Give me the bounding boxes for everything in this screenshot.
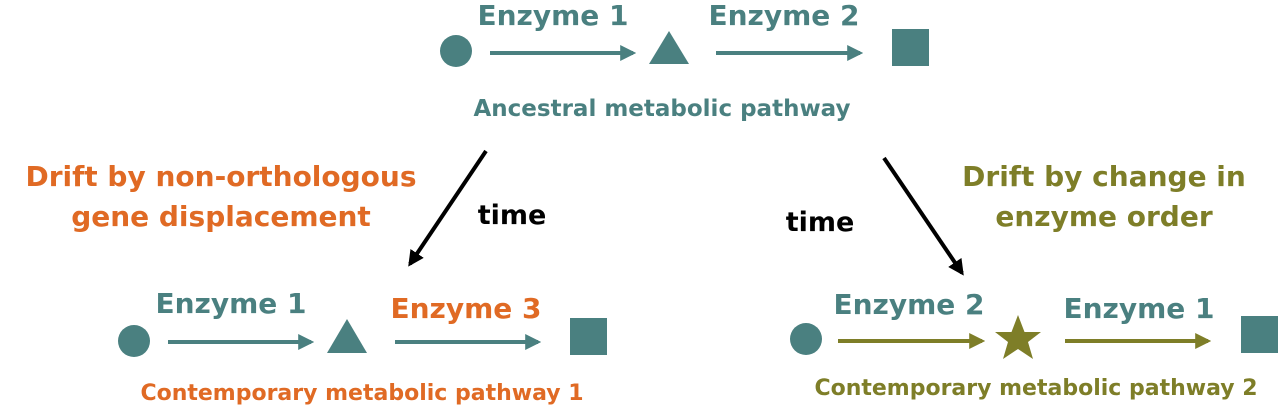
contemporary-pathway-2: Enzyme 2 Enzyme 1 Contemporary metabolic… [790, 288, 1278, 401]
product-square [570, 318, 607, 355]
intermediate-star [995, 315, 1041, 359]
drift-right-title-line2: enzyme order [995, 200, 1212, 233]
drift-right-title-line1: Drift by change in [962, 160, 1246, 193]
ancestral-pathway-caption: Ancestral metabolic pathway [473, 96, 850, 122]
drift-right: Drift by change in enzyme order time [786, 156, 1246, 276]
time-label-right: time [786, 207, 855, 238]
pathway-2-enzyme-1-label: Enzyme 1 [1063, 292, 1214, 325]
pathway-1-enzyme-1-label: Enzyme 1 [155, 287, 306, 320]
intermediate-triangle [649, 31, 689, 64]
substrate-circle [790, 323, 822, 355]
pathway-2-enzyme-2-label: Enzyme 2 [833, 288, 984, 321]
contemporary-pathway-1: Enzyme 1 Enzyme 3 Contemporary metabolic… [118, 287, 607, 406]
time-arrow-left [408, 149, 488, 267]
time-label-left: time [478, 200, 547, 231]
substrate-circle [118, 325, 150, 357]
pathway-2-caption: Contemporary metabolic pathway 2 [814, 376, 1257, 401]
substrate-circle [440, 35, 472, 67]
drift-left-title-line1: Drift by non-orthologous [25, 160, 416, 193]
ancestral-enzyme-2-label: Enzyme 2 [708, 0, 859, 32]
intermediate-triangle [327, 319, 367, 353]
drift-left-title-line2: gene displacement [71, 200, 371, 233]
time-arrow-right [882, 156, 964, 276]
product-square [1241, 316, 1278, 353]
pathway-1-caption: Contemporary metabolic pathway 1 [140, 381, 583, 406]
pathway-1-enzyme-3-label: Enzyme 3 [390, 292, 541, 325]
drift-left: Drift by non-orthologous gene displaceme… [25, 149, 547, 267]
ancestral-enzyme-1-label: Enzyme 1 [477, 0, 628, 32]
product-square [892, 29, 929, 66]
ancestral-pathway: Enzyme 1 Enzyme 2 Ancestral metabolic pa… [440, 0, 929, 122]
